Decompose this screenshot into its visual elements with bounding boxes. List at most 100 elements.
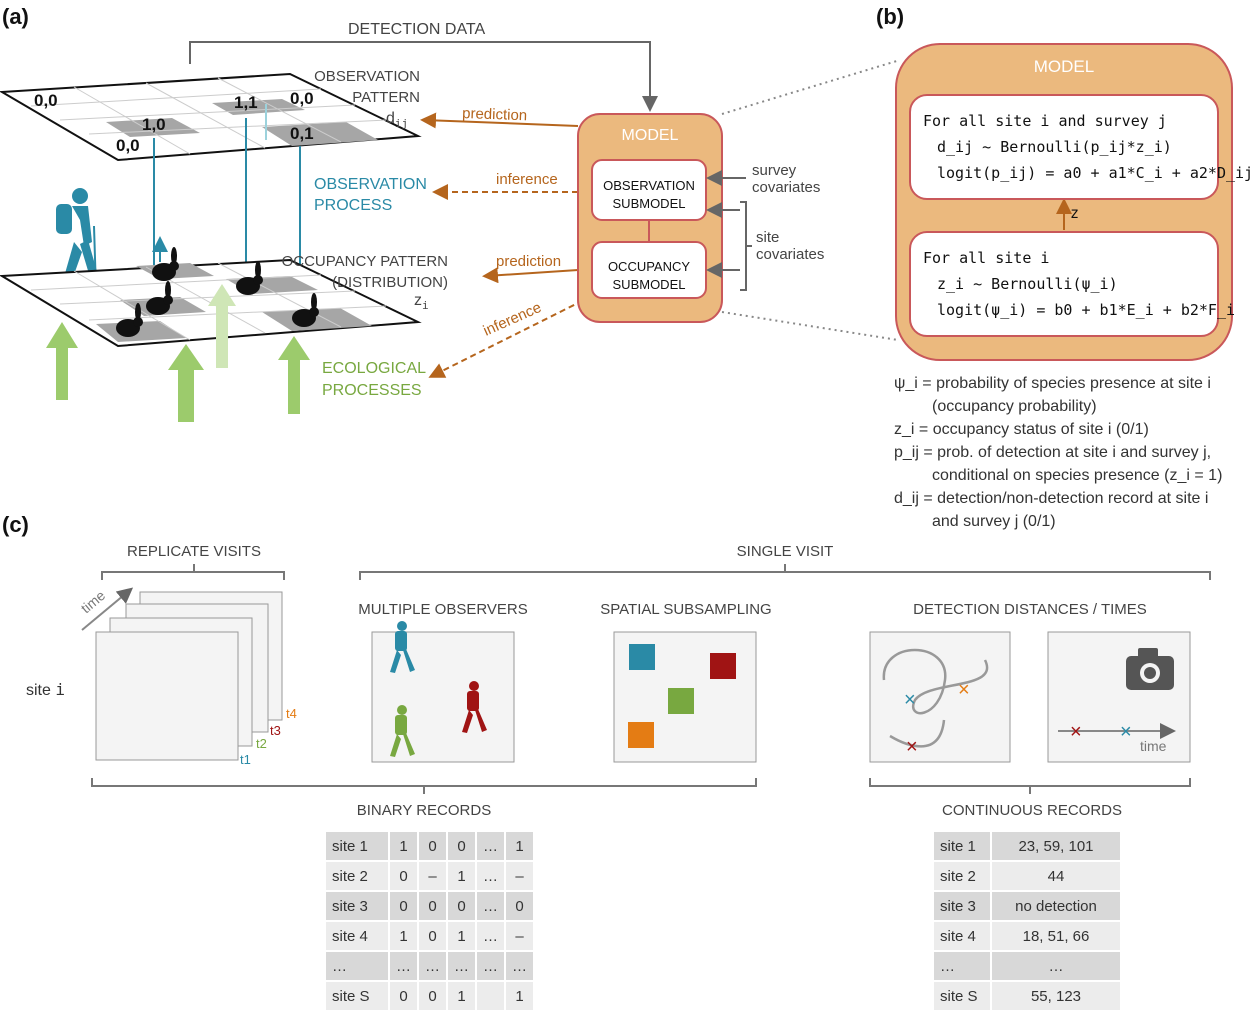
hiker-icon-red: [462, 681, 487, 733]
detection-x-orange: ×: [958, 679, 970, 701]
legend-psi-cont: (occupancy probability): [932, 398, 1097, 415]
occupancy-pattern-line2: (DISTRIBUTION): [332, 274, 448, 291]
observation-grid: [0, 72, 422, 162]
hiker-icon-blue: [390, 621, 415, 673]
table-cell: 0: [418, 981, 448, 1012]
table-cell: 0: [389, 891, 419, 922]
camera-icon: [1126, 648, 1174, 690]
eco-arrow-1: [46, 322, 78, 400]
observation-submodel-line2: SUBMODEL: [613, 196, 686, 211]
occ-eq-line2: z_i ~ Bernoulli(ψ_i): [937, 275, 1118, 293]
grid-value-00-b: 0,0: [290, 89, 314, 108]
prediction-top-arrow: [420, 112, 579, 129]
grid-value-00-a: 0,0: [34, 91, 58, 110]
table-row-label: …: [934, 951, 992, 982]
table-cell: 18, 51, 66: [991, 921, 1122, 952]
site-cov-bracket: [740, 201, 752, 291]
hiker-icon-green: [390, 705, 415, 757]
table-cell: …: [447, 951, 477, 982]
detection-data-label: DETECTION DATA: [348, 21, 486, 38]
obs-eq-line3: logit(p_ij) = a0 + a1*C_i + a2*D_ij: [937, 164, 1252, 182]
rabbit-icon-3: [146, 281, 173, 315]
observation-submodel-line1: OBSERVATION: [603, 178, 695, 193]
legend-d: d_ij = detection/non-detection record at…: [894, 490, 1209, 507]
table-cell: 55, 123: [991, 981, 1122, 1012]
table-cell: …: [476, 891, 506, 922]
zoom-connector-top: [721, 59, 901, 115]
rabbit-icon-4: [292, 293, 319, 327]
table-cell: –: [505, 861, 535, 892]
spatial-subsampling-label: SPATIAL SUBSAMPLING: [600, 601, 771, 618]
legend-p-cont: conditional on species presence (z_i = 1…: [932, 467, 1223, 484]
panel-label-c: (c): [2, 512, 29, 537]
transect-path: [882, 648, 989, 748]
table-cell: 0: [418, 921, 448, 952]
site-i-label: site i: [26, 680, 65, 699]
t1-label: t1: [240, 752, 251, 767]
grid-value-01: 0,1: [290, 124, 314, 143]
table-row-label: site 3: [934, 891, 992, 922]
grid-value-11: 1,1: [234, 93, 258, 112]
z-i-symbol: zi: [414, 292, 429, 312]
table-cell: 1: [447, 861, 477, 892]
table-cell: 1: [389, 832, 419, 862]
zoom-connector-bottom: [721, 311, 899, 341]
replicate-visits-bracket: [101, 564, 285, 580]
inference-top-label: inference: [496, 171, 558, 188]
table-row-label: site 4: [326, 921, 390, 952]
binary-records-bracket: [91, 778, 757, 794]
prediction-bottom-label: prediction: [496, 253, 561, 270]
occupancy-submodel-line1: OCCUPANCY: [608, 259, 690, 274]
inference-bottom-label: inference: [481, 299, 544, 340]
single-visit-bracket: [359, 564, 1211, 580]
table-cell: 0: [418, 832, 448, 862]
table-row-label: site S: [326, 981, 390, 1012]
eco-arrow-4: [278, 336, 310, 414]
table-row-label: site 4: [934, 921, 992, 952]
table-cell: [476, 981, 506, 1012]
time-arrow: [81, 587, 134, 631]
legend-psi: ψ_i = probability of species presence at…: [894, 375, 1211, 392]
table-cell: 0: [389, 861, 419, 892]
model-small-title: MODEL: [622, 127, 679, 144]
observation-submodel-equations: For all site i and survey j d_ij ~ Berno…: [909, 94, 1252, 200]
occupancy-submodel-equations: For all site i z_i ~ Bernoulli(ψ_i) logi…: [909, 231, 1235, 337]
variable-legend: ψ_i = probability of species presence at…: [894, 372, 1222, 533]
table-cell: 0: [389, 981, 419, 1012]
table-cell: …: [476, 861, 506, 892]
table-cell: 1: [389, 921, 419, 952]
survey-covariates-line1: survey: [752, 162, 797, 179]
continuous-records-label: CONTINUOUS RECORDS: [942, 802, 1122, 819]
detection-distances-label: DETECTION DISTANCES / TIMES: [913, 601, 1147, 618]
ecological-processes-line1: ECOLOGICAL: [322, 360, 426, 377]
table-cell: …: [991, 951, 1122, 982]
multiple-observers-label: MULTIPLE OBSERVERS: [358, 601, 528, 618]
model-large-title: MODEL: [1034, 57, 1094, 76]
site-covariates-line2: covariates: [756, 246, 824, 263]
detection-data-arrow: [189, 41, 658, 112]
binary-records-label: BINARY RECORDS: [357, 802, 491, 819]
panel-label-b: (b): [876, 4, 904, 29]
replicate-visits-label: REPLICATE VISITS: [127, 543, 261, 560]
t2-label: t2: [256, 736, 267, 751]
rabbit-icon-1: [152, 247, 179, 281]
time-box: [1047, 631, 1191, 763]
legend-z: z_i = occupancy status of site i (0/1): [894, 421, 1149, 438]
table-cell: …: [476, 832, 506, 862]
panel-label-a: (a): [2, 4, 29, 29]
table-cell: 1: [505, 981, 535, 1012]
table-cell: …: [389, 951, 419, 982]
grid-value-00-c: 0,0: [116, 136, 140, 155]
table-cell: …: [476, 951, 506, 982]
legend-p: p_ij = prob. of detection at site i and …: [894, 444, 1212, 461]
table-row: ……: [934, 951, 1122, 982]
